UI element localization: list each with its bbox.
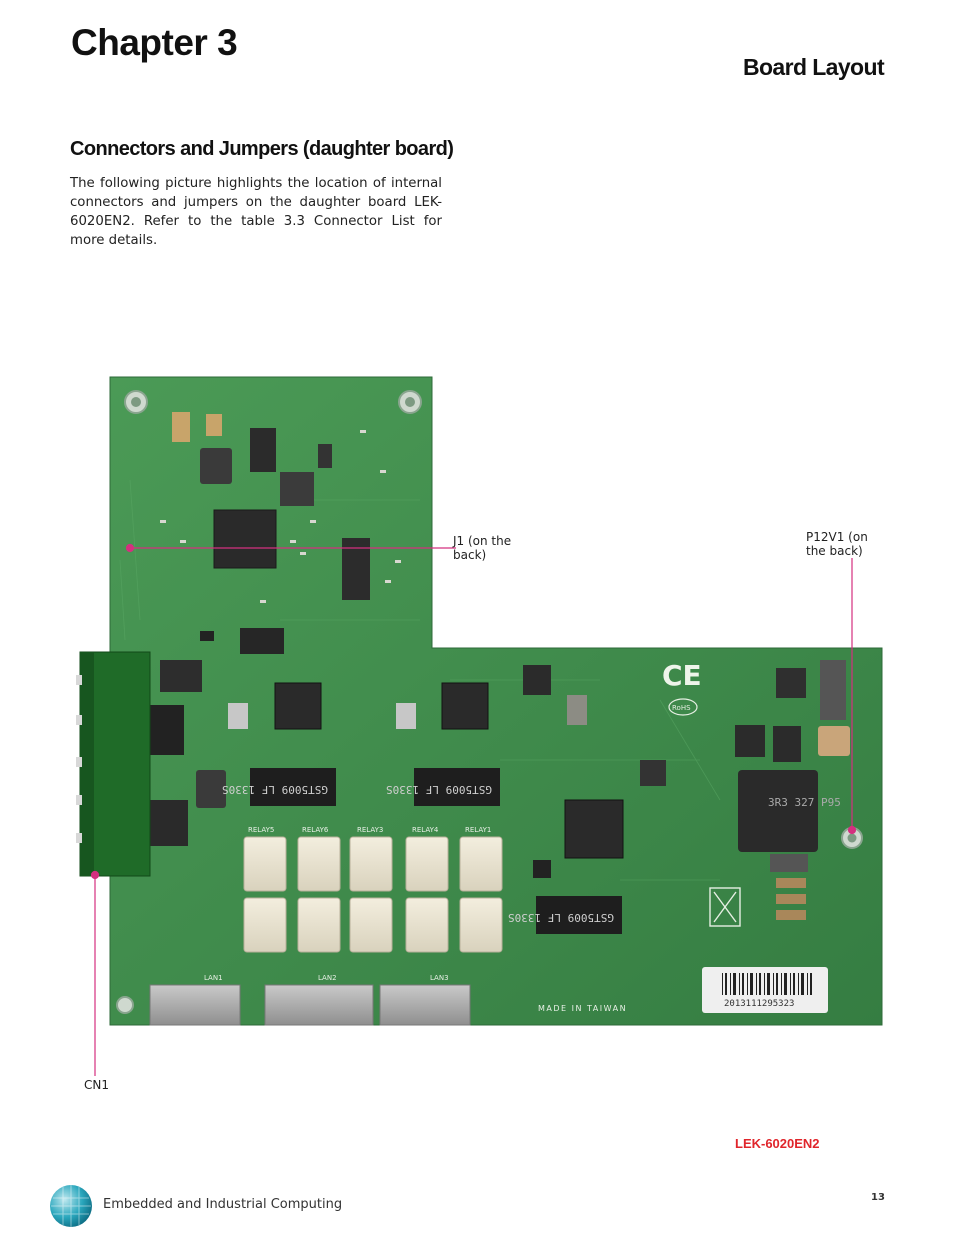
transformer-1: GST5009 LF 1330S [222,768,336,806]
lan-label: LAN1 [204,974,223,982]
svg-text:GST5009 LF 1330S: GST5009 LF 1330S [508,911,614,924]
p12v1-marker [847,825,857,835]
company-logo-icon [50,1185,92,1227]
section-title: Board Layout [742,54,885,80]
j1-marker [125,543,135,553]
lan-label: LAN2 [318,974,337,982]
callout-lines [90,543,857,1076]
relay-label: RELAY1 [465,826,491,834]
callout-p12v1: P12V1 (on the back) [806,530,868,558]
relay-label: RELAY3 [357,826,383,834]
relay-label: RELAY6 [302,826,329,834]
model-label: LEK-6020EN2 [735,1136,820,1151]
lan-label: LAN3 [430,974,449,982]
pcb-board: GST5009 LF 1330S GST5009 LF 1330S GST500… [109,376,883,1026]
inductor-marking: 3R3 327 P95 [768,796,841,809]
relay-label: RELAY4 [412,826,439,834]
made-in-label: MADE IN TAIWAN [538,1004,627,1013]
svg-text:GST5009 LF 1330S: GST5009 LF 1330S [222,783,328,796]
transformer-2: GST5009 LF 1330S [386,768,500,806]
relay-array [243,836,503,953]
footer-tagline: Embedded and Industrial Computing [103,1197,343,1212]
serial-sticker: 2013111295323 [702,967,828,1013]
lan-ports [149,984,471,1026]
relay-label: RELAY5 [248,826,274,834]
cn1-marker [90,870,100,880]
callout-j1: J1 (on the back) [453,534,512,562]
cn1-terminal-block [76,651,151,877]
chapter-heading: Chapter 3 [71,22,238,63]
page-number: 13 [871,1192,885,1203]
svg-text:RoHS: RoHS [672,704,691,712]
svg-text:CE: CE [662,659,702,692]
subheading: Connectors and Jumpers (daughter board) [70,138,454,160]
transformer-3: GST5009 LF 1330S [508,896,622,934]
intro-paragraph: The following picture highlights the loc… [70,176,442,248]
svg-text:GST5009 LF 1330S: GST5009 LF 1330S [386,783,492,796]
svg-text:2013111295323: 2013111295323 [724,999,794,1009]
callout-cn1: CN1 [84,1078,109,1092]
